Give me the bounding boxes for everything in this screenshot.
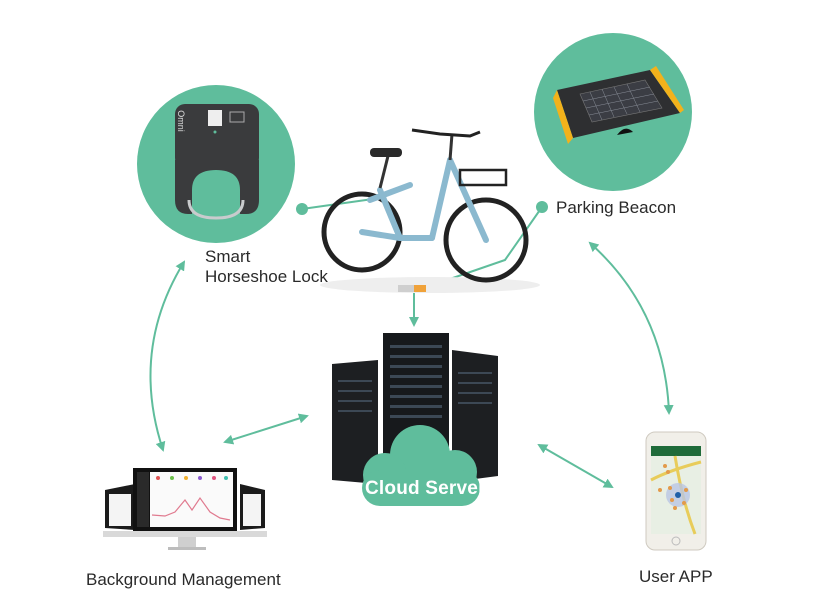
horseshoe-lock-icon bbox=[175, 104, 259, 220]
app-label: User APP bbox=[639, 567, 713, 586]
smartphone-icon bbox=[645, 431, 707, 551]
management-label: Background Management bbox=[86, 570, 281, 589]
bike-icon bbox=[320, 128, 540, 293]
beacon-label: Parking Beacon bbox=[556, 198, 677, 217]
cloud-shape bbox=[362, 425, 480, 506]
lock-label-line1: Smart bbox=[205, 247, 251, 266]
management-cloud-arrow bbox=[223, 413, 309, 445]
lock-label-line2: Horseshoe Lock bbox=[205, 267, 328, 286]
beacon-connector-dot bbox=[536, 201, 548, 213]
beacon-app-arrow bbox=[588, 241, 674, 415]
lock-management-arrow bbox=[149, 260, 186, 452]
lock-connector-dot bbox=[296, 203, 308, 215]
parking-beacon-icon bbox=[553, 66, 684, 144]
monitor-icon bbox=[103, 468, 267, 550]
cloud-server-label: Cloud Server bbox=[365, 478, 486, 499]
cloud-app-arrow bbox=[537, 444, 614, 488]
